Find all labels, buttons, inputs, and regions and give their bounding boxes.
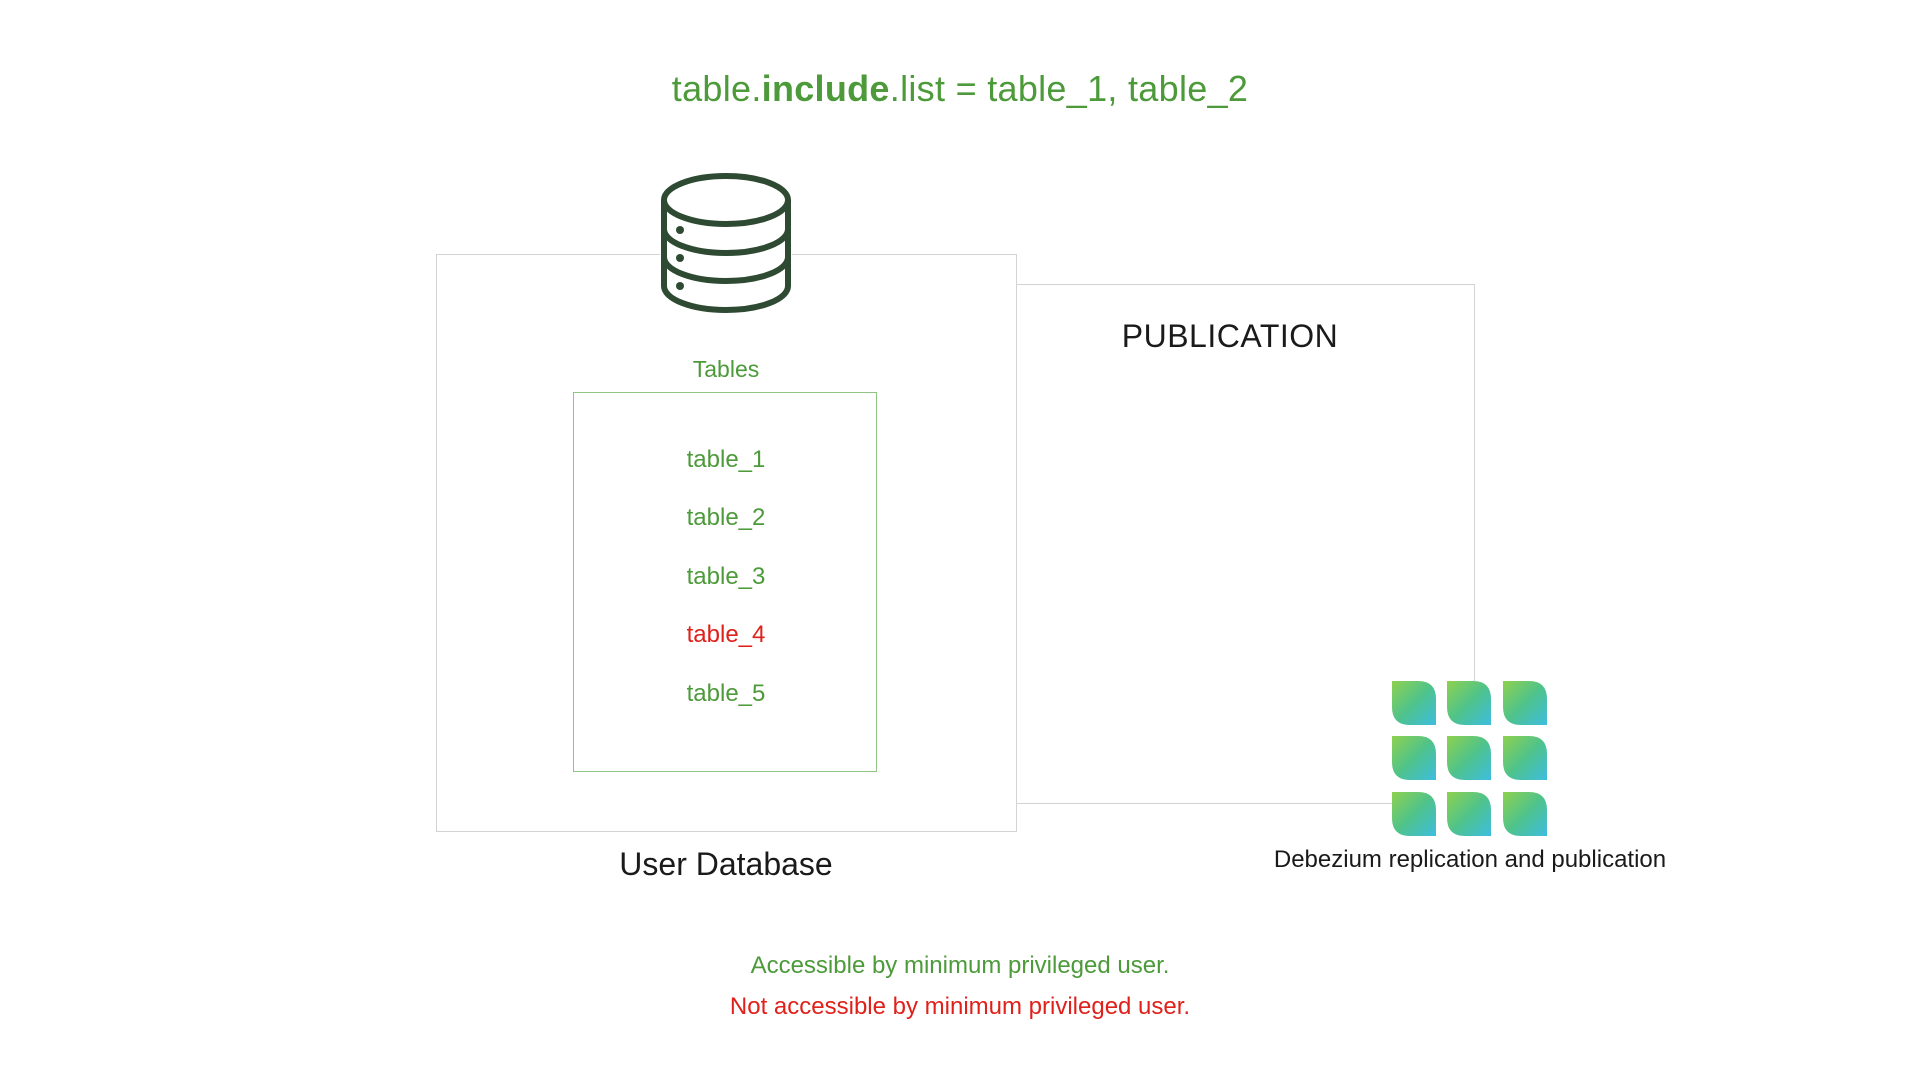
tables-label: Tables xyxy=(692,356,760,382)
debezium-label: Debezium replication and publication xyxy=(1273,846,1667,873)
table-item-4: table_4 xyxy=(686,621,766,648)
user-database-label: User Database xyxy=(619,846,833,882)
legend-accessible: Accessible by minimum privileged user. xyxy=(750,952,1170,979)
database-icon xyxy=(660,172,792,314)
table-item-5: table_5 xyxy=(686,680,766,707)
config-prefix: table. xyxy=(671,68,762,109)
config-line: table.include.list = table_1, table_2 xyxy=(0,68,1920,110)
tables-box xyxy=(573,392,877,772)
debezium-logo-icon xyxy=(1392,681,1547,836)
legend-not-accessible: Not accessible by minimum privileged use… xyxy=(729,993,1191,1020)
table-item-1: table_1 xyxy=(686,446,766,473)
table-item-3: table_3 xyxy=(686,563,766,590)
config-keyword: include xyxy=(761,68,890,109)
config-suffix: .list = table_1, table_2 xyxy=(889,68,1249,109)
publication-label: PUBLICATION xyxy=(1121,318,1339,354)
table-item-2: table_2 xyxy=(686,504,766,531)
user-database-box xyxy=(436,254,1017,832)
